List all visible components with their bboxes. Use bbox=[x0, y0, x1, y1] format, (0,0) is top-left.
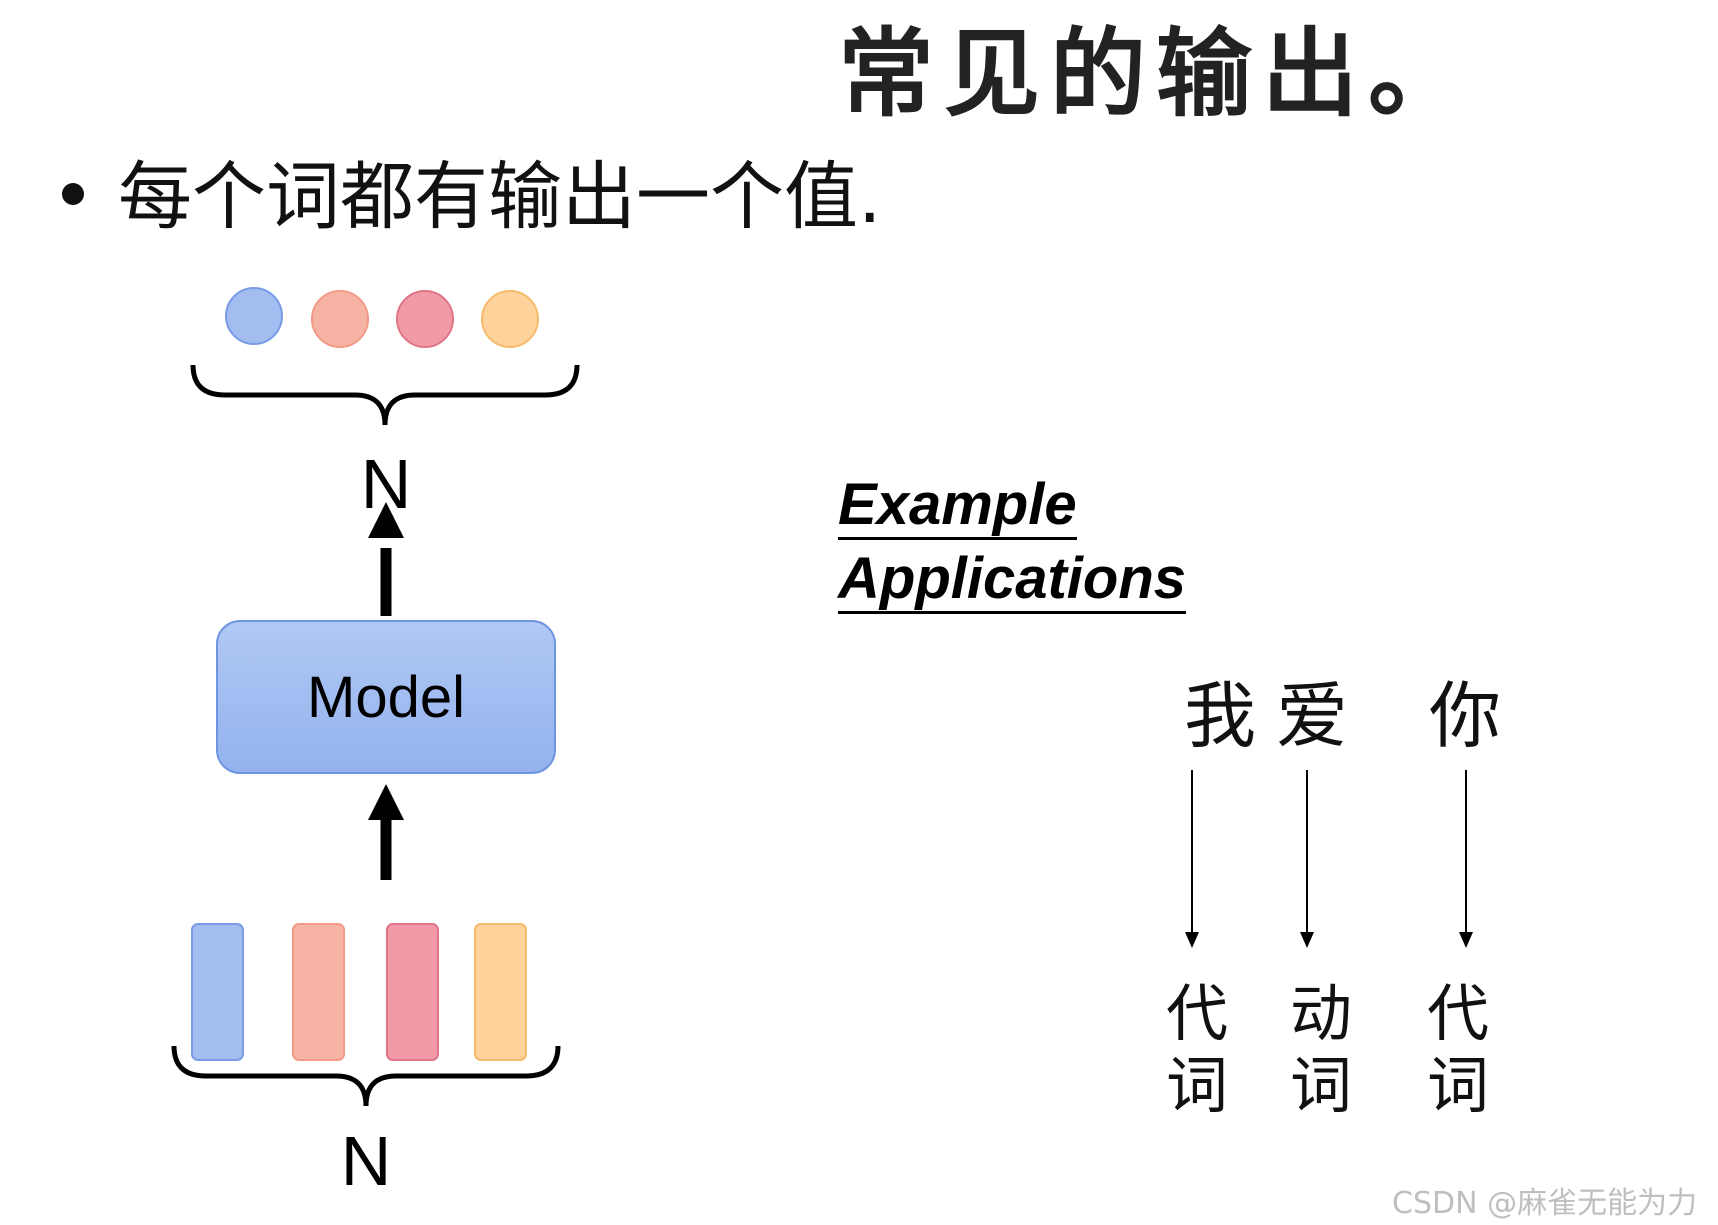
word-arrow-2-head bbox=[1300, 932, 1314, 948]
arrow-input-to-model-head bbox=[368, 784, 404, 820]
example-line-2: Applications bbox=[838, 547, 1187, 614]
bullet-text: 每个词都有输出一个值. bbox=[118, 154, 882, 240]
model-box: Model bbox=[216, 620, 556, 774]
word-2: 爱 bbox=[1275, 674, 1348, 758]
output-circle-1 bbox=[225, 287, 283, 345]
watermark: CSDN @麻雀无能为力 bbox=[1392, 1186, 1698, 1221]
page-title: 常见的输出。 bbox=[838, 17, 1474, 130]
word-3: 你 bbox=[1428, 674, 1501, 758]
output-circle-3 bbox=[396, 290, 454, 348]
output-circle-4 bbox=[481, 290, 539, 348]
n-label-bottom: N bbox=[340, 1122, 392, 1200]
example-line-1: Example bbox=[838, 473, 1077, 540]
input-bar-2 bbox=[292, 923, 345, 1061]
model-label: Model bbox=[307, 664, 465, 730]
input-bar-4 bbox=[474, 923, 527, 1061]
pos-tag-1: 代 词 bbox=[1165, 977, 1228, 1122]
pos-tag-3: 代 词 bbox=[1426, 977, 1489, 1122]
input-brace bbox=[171, 1045, 561, 1107]
example-applications: Example Applications bbox=[838, 468, 1187, 616]
bullet-dot bbox=[62, 183, 84, 205]
n-label-top: N bbox=[360, 445, 412, 523]
input-bar-3 bbox=[386, 923, 439, 1061]
pos-tag-2: 动 词 bbox=[1289, 977, 1352, 1122]
word-arrow-3-head bbox=[1459, 932, 1473, 948]
word-arrow-1-head bbox=[1185, 932, 1199, 948]
word-1: 我 bbox=[1183, 674, 1256, 758]
output-brace bbox=[190, 364, 580, 426]
output-circle-2 bbox=[311, 290, 369, 348]
input-bar-1 bbox=[191, 923, 244, 1061]
arrow-model-to-output-head bbox=[368, 502, 404, 538]
